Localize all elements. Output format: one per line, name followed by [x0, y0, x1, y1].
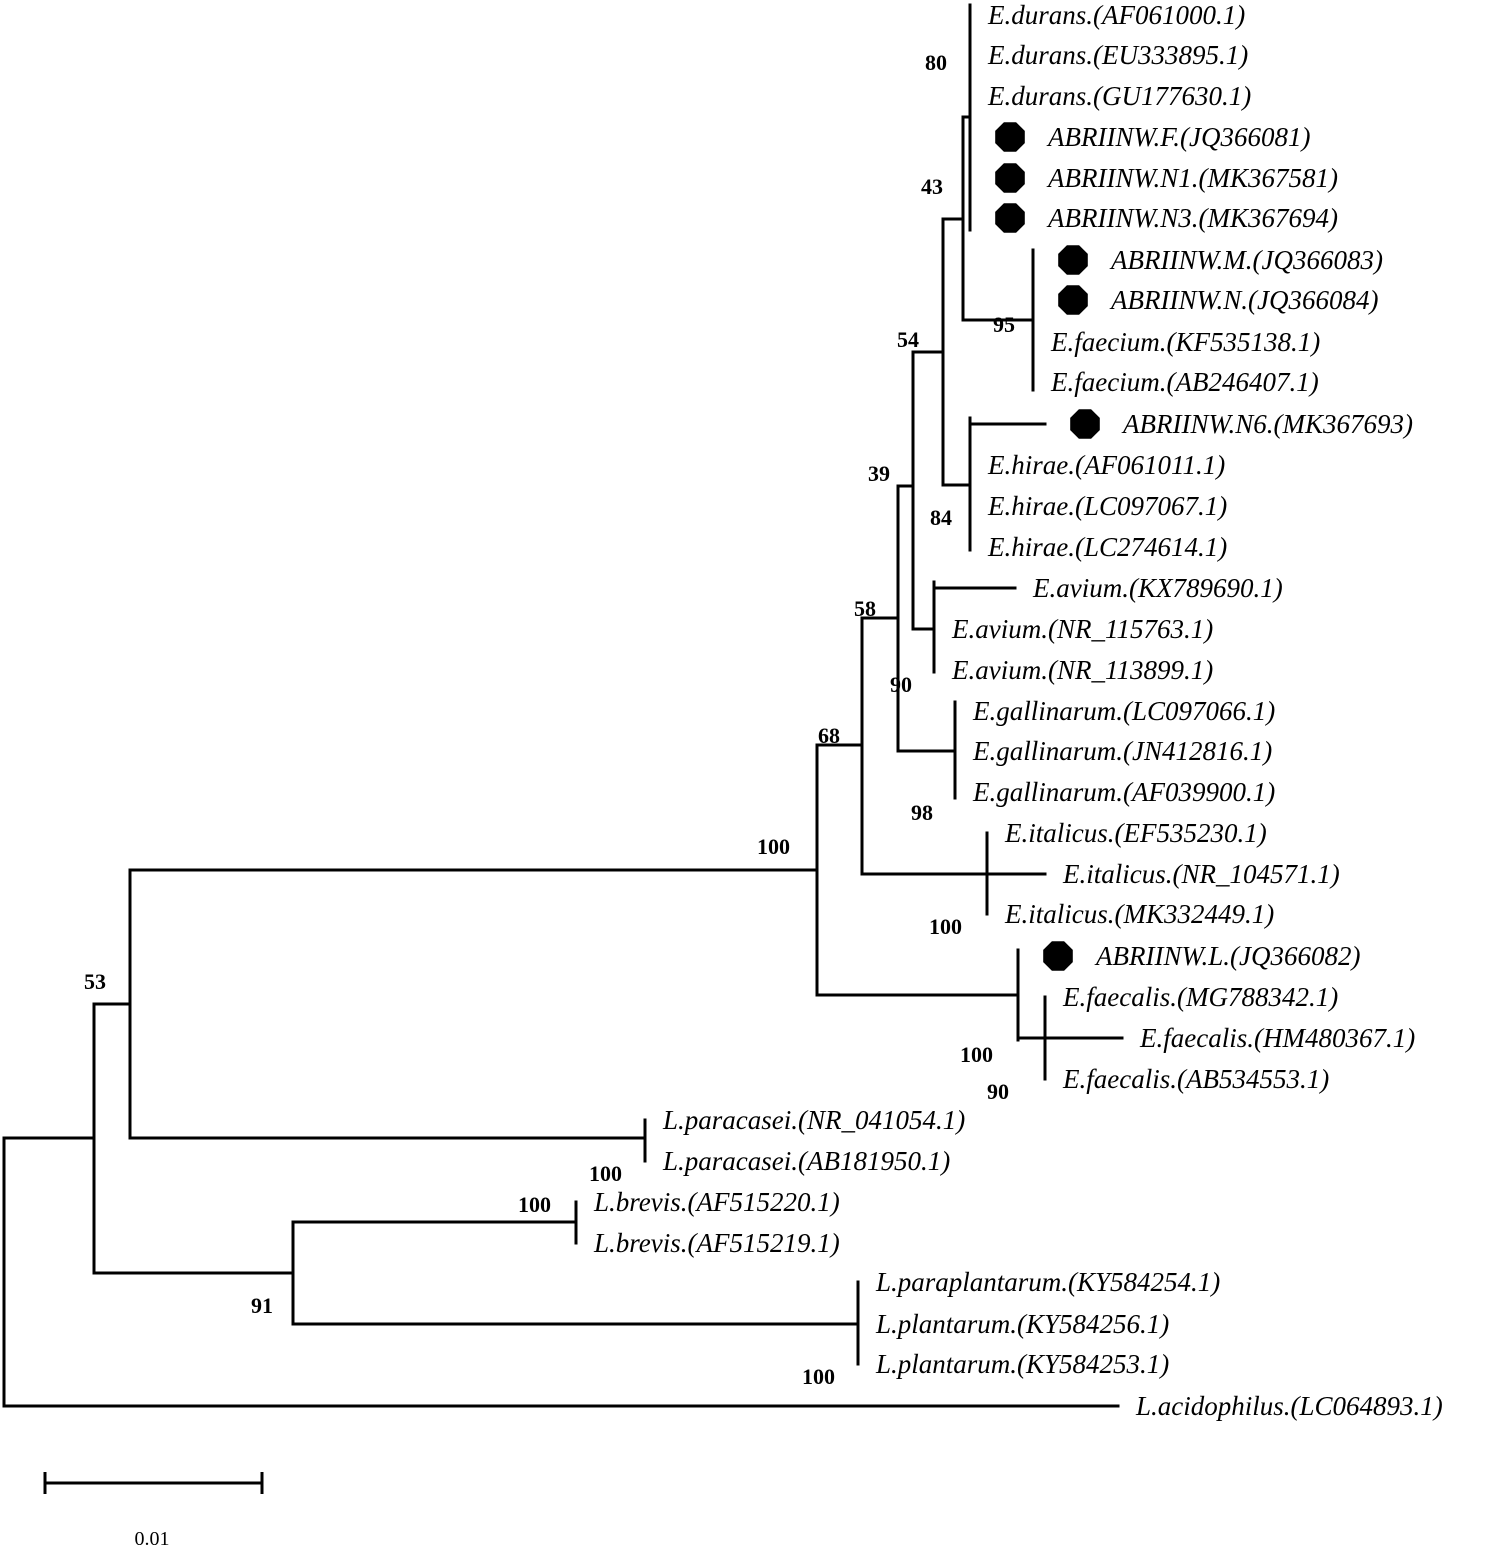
leaf-label: E.avium.(NR_113899.1) — [951, 655, 1213, 685]
scale-bar-label: 0.01 — [135, 1528, 170, 1550]
bootstrap-value: 100 — [802, 1364, 835, 1389]
bootstrap-value: 98 — [911, 800, 933, 825]
bootstrap-value: 100 — [757, 834, 790, 859]
leaf-label: ABRIINW.N6.(MK367693) — [1121, 409, 1413, 439]
leaf-label: ABRIINW.M.(JQ366083) — [1109, 245, 1383, 275]
bootstrap-values: 80 95 43 84 54 90 39 98 58 100 68 90 100 100 100 100 100… — [84, 50, 1015, 1389]
leaf-label: E.italicus.(NR_104571.1) — [1062, 859, 1340, 889]
leaf-label: E.faecium.(AB246407.1) — [1050, 367, 1319, 397]
leaf-label: ABRIINW.N3.(MK367694) — [1046, 203, 1338, 233]
tree-branches — [2, 3, 1124, 1408]
leaf-label: E.hirae.(AF061011.1) — [987, 450, 1225, 480]
isolate-marker-icon — [995, 163, 1025, 193]
leaf-label: E.faecium.(KF535138.1) — [1050, 327, 1320, 357]
leaf-label: E.faecalis.(MG788342.1) — [1062, 982, 1338, 1012]
leaf-label: L.paraplantarum.(KY584254.1) — [875, 1267, 1220, 1297]
leaf-label: E.durans.(EU333895.1) — [987, 40, 1248, 70]
isolate-markers — [995, 122, 1100, 971]
bootstrap-value: 95 — [993, 312, 1015, 337]
bootstrap-value: 80 — [925, 50, 947, 75]
leaf-label: L.paracasei.(AB181950.1) — [662, 1146, 950, 1176]
bootstrap-value: 100 — [518, 1192, 551, 1217]
leaf-label: ABRIINW.L.(JQ366082) — [1094, 941, 1360, 971]
leaf-label: E.gallinarum.(AF039900.1) — [972, 777, 1275, 807]
leaf-label: L.plantarum.(KY584253.1) — [875, 1349, 1169, 1379]
leaf-label: E.italicus.(MK332449.1) — [1004, 899, 1274, 929]
leaf-label: ABRIINW.N.(JQ366084) — [1109, 285, 1378, 315]
bootstrap-value: 100 — [960, 1042, 993, 1067]
bootstrap-value: 100 — [929, 914, 962, 939]
leaf-label: E.gallinarum.(LC097066.1) — [972, 696, 1275, 726]
leaf-label: ABRIINW.N1.(MK367581) — [1046, 163, 1338, 193]
bootstrap-value: 91 — [251, 1293, 273, 1318]
bootstrap-value: 100 — [589, 1161, 622, 1186]
isolate-marker-icon — [995, 203, 1025, 233]
bootstrap-value: 39 — [868, 461, 890, 486]
bootstrap-value: 54 — [897, 327, 919, 352]
leaf-label: L.plantarum.(KY584256.1) — [875, 1309, 1169, 1339]
isolate-marker-icon — [1058, 285, 1088, 315]
bootstrap-value: 68 — [818, 723, 840, 748]
leaf-label: E.faecalis.(AB534553.1) — [1062, 1064, 1329, 1094]
leaf-label: E.durans.(GU177630.1) — [987, 81, 1251, 111]
leaf-label: E.italicus.(EF535230.1) — [1004, 818, 1267, 848]
bootstrap-value: 90 — [987, 1079, 1009, 1104]
bootstrap-value: 84 — [930, 505, 952, 530]
leaf-label: L.brevis.(AF515219.1) — [593, 1228, 840, 1258]
leaf-label: E.hirae.(LC274614.1) — [987, 532, 1227, 562]
isolate-marker-icon — [995, 122, 1025, 152]
bootstrap-value: 58 — [854, 596, 876, 621]
leaf-label: E.hirae.(LC097067.1) — [987, 491, 1227, 521]
leaf-labels: E.durans.(AF061000.1) E.durans.(EU333895.… — [593, 0, 1443, 1421]
leaf-label: L.acidophilus.(LC064893.1) — [1135, 1391, 1443, 1421]
isolate-marker-icon — [1043, 941, 1073, 971]
scale-bar: 0.01 — [43, 1472, 264, 1550]
leaf-label: E.gallinarum.(JN412816.1) — [972, 736, 1272, 766]
leaf-label: E.avium.(NR_115763.1) — [951, 614, 1213, 644]
isolate-marker-icon — [1058, 245, 1088, 275]
leaf-label: E.durans.(AF061000.1) — [987, 0, 1245, 30]
bootstrap-value: 53 — [84, 969, 106, 994]
isolate-marker-icon — [1070, 409, 1100, 439]
leaf-label: E.faecalis.(HM480367.1) — [1139, 1023, 1415, 1053]
leaf-label: ABRIINW.F.(JQ366081) — [1046, 122, 1310, 152]
leaf-label: E.avium.(KX789690.1) — [1032, 573, 1283, 603]
leaf-label: L.paracasei.(NR_041054.1) — [662, 1105, 965, 1135]
leaf-label: L.brevis.(AF515220.1) — [593, 1187, 840, 1217]
bootstrap-value: 43 — [921, 174, 943, 199]
bootstrap-value: 90 — [890, 672, 912, 697]
